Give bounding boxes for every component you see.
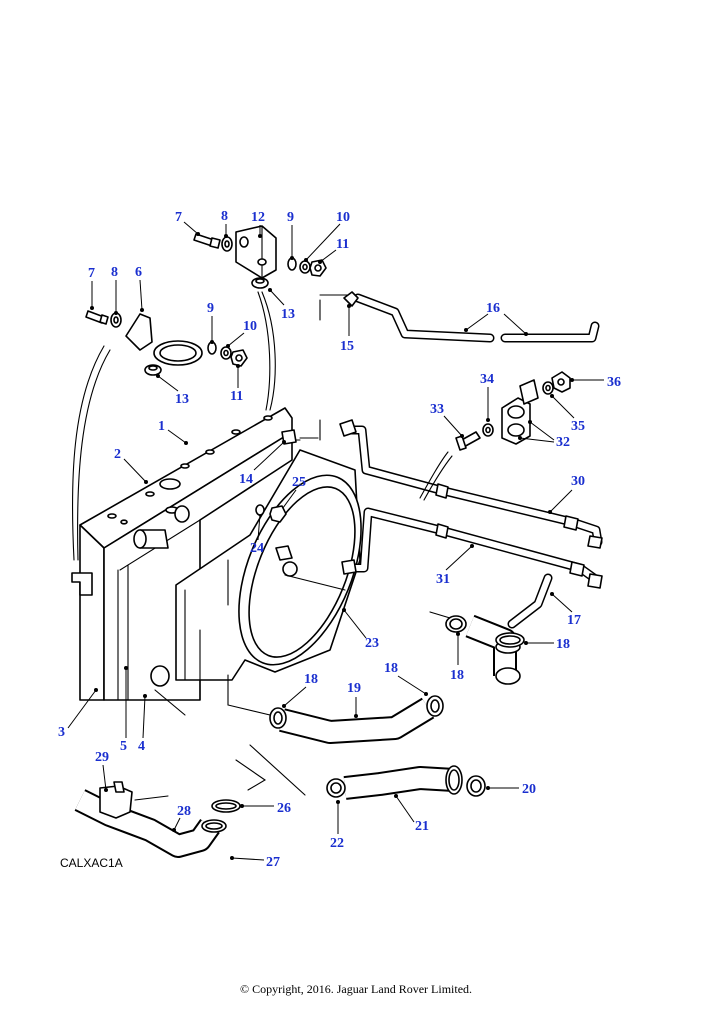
callout-29: 29: [95, 750, 109, 765]
callout-28: 28: [177, 804, 191, 819]
fan-cowl: [175, 449, 362, 681]
callout-6: 6: [135, 265, 142, 280]
callout-11a: 11: [336, 237, 349, 252]
overflow-pipe: [343, 291, 600, 343]
top-hose: [74, 781, 241, 858]
drawing-code: CALXAC1A: [60, 856, 123, 870]
callout-9a: 9: [287, 210, 294, 225]
callout-11b: 11: [230, 389, 243, 404]
callout-21: 21: [415, 819, 429, 834]
callout-17: 17: [567, 613, 581, 628]
callout-8a: 8: [221, 209, 228, 224]
callout-34: 34: [480, 372, 494, 387]
callout-32: 32: [556, 435, 570, 450]
callout-12: 12: [251, 210, 265, 225]
callout-2: 2: [114, 447, 121, 462]
callout-25: 25: [292, 475, 306, 490]
callout-10a: 10: [336, 210, 350, 225]
callout-20: 20: [522, 782, 536, 797]
callout-13b: 13: [175, 392, 189, 407]
radiator-hose: [326, 765, 486, 800]
callout-7b: 7: [88, 266, 95, 281]
callout-5: 5: [120, 739, 127, 754]
callouts: 1 2 3 4 5 6 7 7 8 8 9 9 10: [58, 209, 621, 870]
callout-33: 33: [430, 402, 444, 417]
callout-36: 36: [607, 375, 621, 390]
bypass-hose: [445, 573, 553, 685]
callout-13a: 13: [281, 307, 295, 322]
callout-10b: 10: [243, 319, 257, 334]
callout-31: 31: [436, 572, 450, 587]
callout-18b: 18: [450, 668, 464, 683]
callout-15: 15: [340, 339, 354, 354]
callout-30: 30: [571, 474, 585, 489]
callout-19: 19: [347, 681, 361, 696]
callout-26: 26: [277, 801, 291, 816]
upper-bracket-assembly: [85, 225, 327, 376]
callout-18a: 18: [556, 637, 570, 652]
callout-18d: 18: [304, 672, 318, 687]
callout-23: 23: [365, 636, 379, 651]
callout-4: 4: [138, 739, 145, 754]
callout-35: 35: [571, 419, 585, 434]
callout-27: 27: [266, 855, 280, 870]
callout-24: 24: [250, 541, 264, 556]
callout-18c: 18: [384, 661, 398, 676]
bottom-hose: [269, 695, 444, 744]
pipe-clamp-assembly: [419, 371, 571, 501]
callout-7a: 7: [175, 210, 182, 225]
callout-22: 22: [330, 836, 344, 851]
copyright-notice: © Copyright, 2016. Jaguar Land Rover Lim…: [239, 982, 473, 996]
callout-8b: 8: [111, 265, 118, 280]
callout-1: 1: [158, 419, 165, 434]
callout-9b: 9: [207, 301, 214, 316]
callout-14: 14: [239, 472, 253, 487]
callout-16: 16: [486, 301, 500, 316]
callout-3: 3: [58, 725, 65, 740]
oil-cooler-pipes: [275, 419, 603, 589]
radiator: [71, 407, 293, 701]
